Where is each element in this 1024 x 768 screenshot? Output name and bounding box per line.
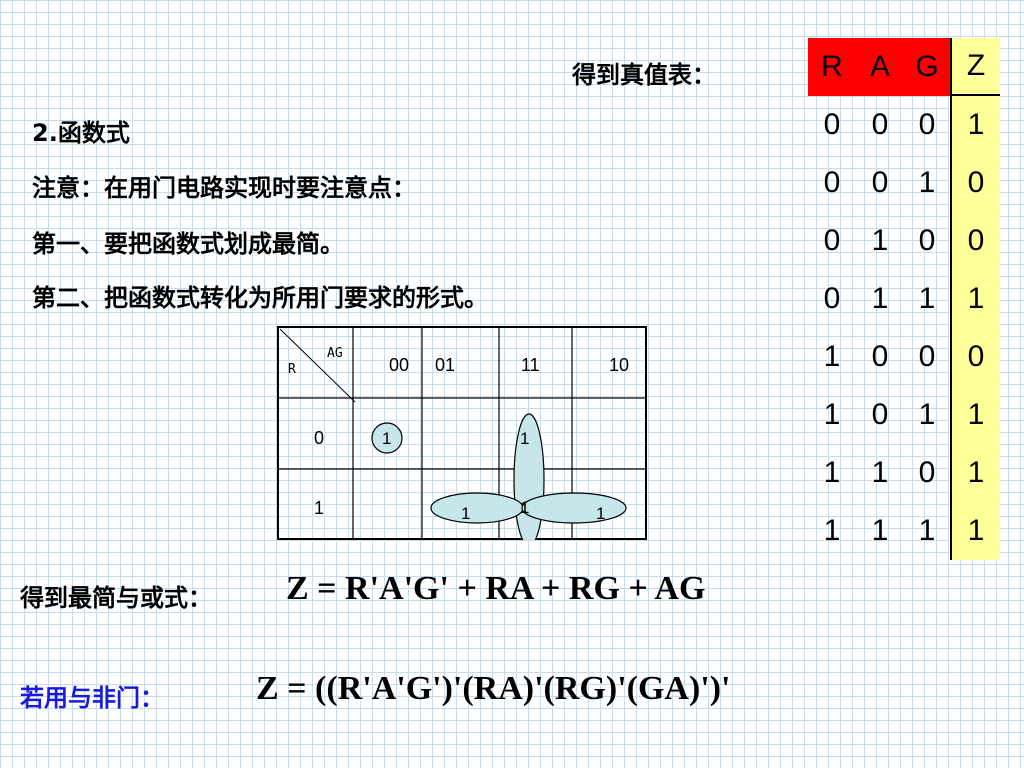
kmap-col-11: 11 bbox=[521, 355, 540, 375]
output-cell: 1 bbox=[952, 96, 1000, 154]
nand-label: 若用与非门： bbox=[20, 684, 164, 712]
output-cell: 0 bbox=[952, 328, 1000, 386]
group-loop-rag bbox=[371, 422, 403, 454]
output-cell: 1 bbox=[952, 386, 1000, 444]
kmap-row-0: 0 bbox=[314, 428, 325, 448]
input-cell: 1 bbox=[904, 154, 952, 212]
input-cell: 1 bbox=[871, 514, 889, 547]
truth-table-title: 得到真值表： bbox=[572, 61, 716, 89]
note-line: 注意：在用门电路实现时要注意点： bbox=[32, 174, 416, 202]
input-cell: 1 bbox=[904, 386, 952, 444]
section-heading: 2.函数式 bbox=[32, 119, 130, 147]
input-cell: 0 bbox=[823, 166, 841, 199]
output-cell: 1 bbox=[952, 444, 1000, 502]
input-cell: 1 bbox=[904, 270, 952, 328]
header-a: A bbox=[856, 38, 904, 96]
input-cell: 0 bbox=[871, 108, 889, 141]
step-one: 第一、要把函数式划成最简。 bbox=[32, 230, 344, 258]
input-cell: 0 bbox=[823, 108, 841, 141]
input-cell: 0 bbox=[823, 282, 841, 315]
kmap-cell: 1 bbox=[520, 429, 530, 448]
input-cell: 0 bbox=[904, 444, 952, 502]
output-cell: 1 bbox=[952, 270, 1000, 328]
input-cell: 1 bbox=[871, 224, 889, 257]
header-z: Z bbox=[952, 38, 1000, 96]
karnaugh-map: AG R 00 01 11 10 0 1 1 1 1 1 1 bbox=[277, 326, 647, 540]
output-cell: 0 bbox=[952, 212, 1000, 270]
kmap-cell: 1 bbox=[461, 504, 471, 523]
input-cell: 1 bbox=[871, 456, 889, 489]
header-g: G bbox=[904, 38, 952, 96]
input-cell: 1 bbox=[823, 456, 841, 489]
input-cell: 0 bbox=[871, 340, 889, 373]
group-loop-ra bbox=[521, 492, 627, 524]
kmap-row-1: 1 bbox=[314, 498, 325, 518]
kmap-column-variable: AG bbox=[327, 346, 343, 361]
result-label: 得到最简与或式： bbox=[20, 584, 212, 612]
nand-expression: Z = ((R'A'G')'(RA)'(RG)'(GA)')' bbox=[256, 670, 731, 707]
input-cell: 1 bbox=[823, 398, 841, 431]
kmap-col-00: 00 bbox=[389, 355, 410, 375]
input-cell: 0 bbox=[904, 212, 952, 270]
result-expression: Z = R'A'G' + RA + RG + AG bbox=[286, 570, 706, 607]
input-cell: 0 bbox=[871, 166, 889, 199]
input-cell: 1 bbox=[823, 340, 841, 373]
step-two: 第二、把函数式转化为所用门要求的形式。 bbox=[32, 284, 488, 312]
header-r: R bbox=[808, 38, 856, 96]
input-cell: 0 bbox=[871, 398, 889, 431]
kmap-cell: 1 bbox=[382, 429, 392, 448]
kmap-grid bbox=[277, 326, 647, 540]
kmap-row-variable: R bbox=[288, 362, 296, 377]
truth-table-header: R A G Z bbox=[808, 38, 1000, 96]
kmap-cell: 1 bbox=[520, 498, 530, 517]
input-cell: 0 bbox=[904, 328, 952, 386]
kmap-cell: 1 bbox=[596, 504, 606, 523]
kmap-col-10: 10 bbox=[609, 355, 630, 375]
input-cell: 0 bbox=[823, 224, 841, 257]
output-cell: 0 bbox=[952, 154, 1000, 212]
input-cell: 0 bbox=[904, 96, 952, 154]
input-cell: 1 bbox=[823, 514, 841, 547]
input-cell: 1 bbox=[871, 282, 889, 315]
output-cell: 1 bbox=[952, 502, 1000, 560]
input-cell: 1 bbox=[904, 502, 952, 560]
kmap-col-01: 01 bbox=[435, 355, 456, 375]
group-loop-rg bbox=[430, 492, 524, 524]
